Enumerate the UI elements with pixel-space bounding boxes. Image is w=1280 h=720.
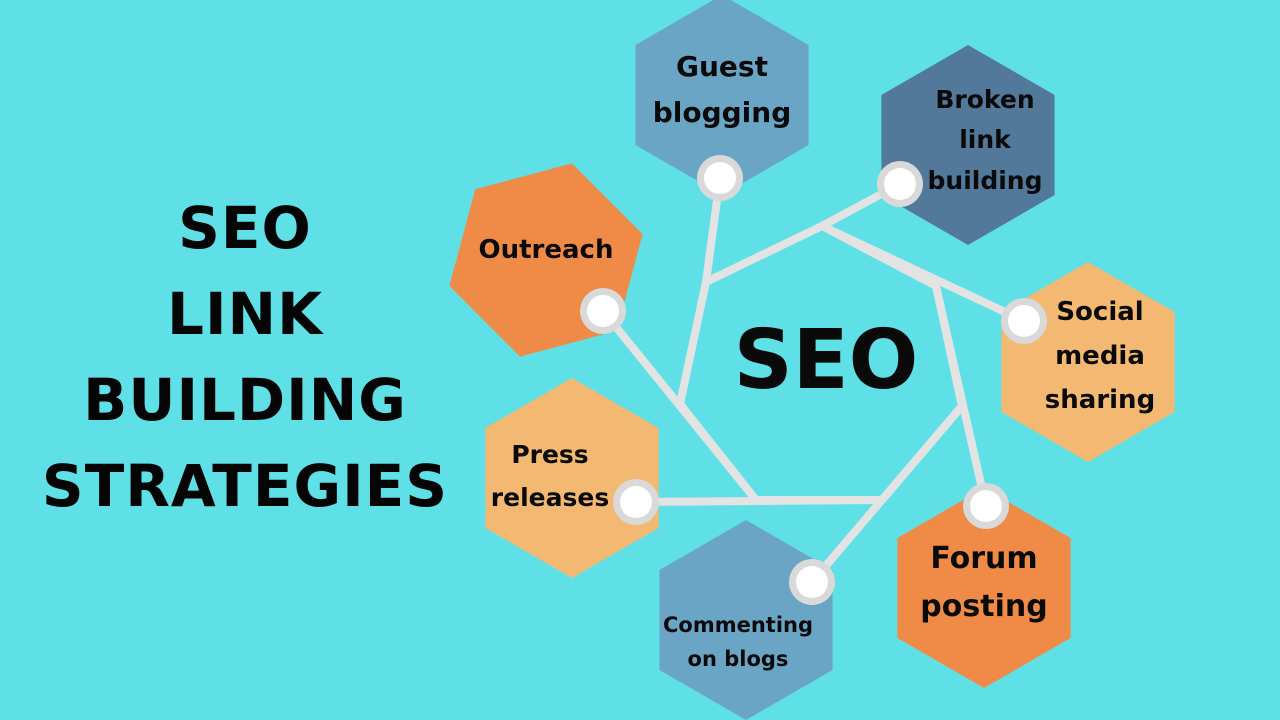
label-broken-link-building-line-3: building [928, 166, 1043, 195]
label-outreach-line-1: Outreach [479, 235, 614, 265]
hexagon-press-releases [485, 378, 659, 578]
label-press-releases-line-2: releases [491, 483, 609, 512]
hexagon-commenting-on-blogs [659, 520, 833, 720]
hexagon-guest-blogging [635, 0, 809, 195]
label-guest-blogging-line-2: blogging [653, 96, 792, 129]
node-dot-broken-link-building [884, 168, 916, 200]
node-dot-social-media-sharing [1008, 305, 1040, 337]
connector-social-media-sharing [818, 222, 1028, 325]
label-social-media-sharing-line-1: Social [1056, 297, 1143, 327]
label-commenting-on-blogs-line-2: on blogs [688, 647, 789, 671]
node-dot-commenting-on-blogs [796, 566, 828, 598]
label-forum-posting-line-2: posting [920, 589, 1047, 624]
label-broken-link-building-line-1: Broken [935, 85, 1034, 114]
node-dot-outreach [587, 295, 619, 327]
connector-lines [599, 174, 1028, 586]
node-dot-press-releases [620, 486, 652, 518]
hexagon-forum-posting [897, 488, 1071, 688]
label-social-media-sharing-line-3: sharing [1045, 385, 1155, 415]
title-line-4: STRATEGIES [41, 452, 449, 520]
connector-nodes [580, 155, 1047, 605]
title-line-1: SEO [178, 194, 312, 262]
label-press-releases-line-1: Press [511, 440, 588, 469]
title-line-2: LINK [166, 280, 324, 348]
label-broken-link-building-line-2: link [959, 125, 1012, 154]
connector-forum-posting [932, 282, 990, 510]
connector-outreach [599, 307, 760, 504]
title-line-3: BUILDING [83, 366, 407, 434]
hexagon-broken-link-building [881, 45, 1055, 245]
connector-commenting-on-blogs [808, 402, 966, 586]
node-dot-guest-blogging [704, 162, 736, 194]
page-title: SEO LINK BUILDING STRATEGIES [40, 185, 450, 529]
center-seo-label: SEO [734, 313, 919, 408]
label-guest-blogging-line-1: Guest [676, 50, 768, 83]
label-commenting-on-blogs-line-1: Commenting [663, 613, 813, 637]
node-dot-forum-posting [970, 490, 1002, 522]
label-social-media-sharing-line-2: media [1055, 341, 1145, 371]
strategy-hexagons [449, 0, 1175, 720]
label-forum-posting-line-1: Forum [930, 541, 1037, 576]
